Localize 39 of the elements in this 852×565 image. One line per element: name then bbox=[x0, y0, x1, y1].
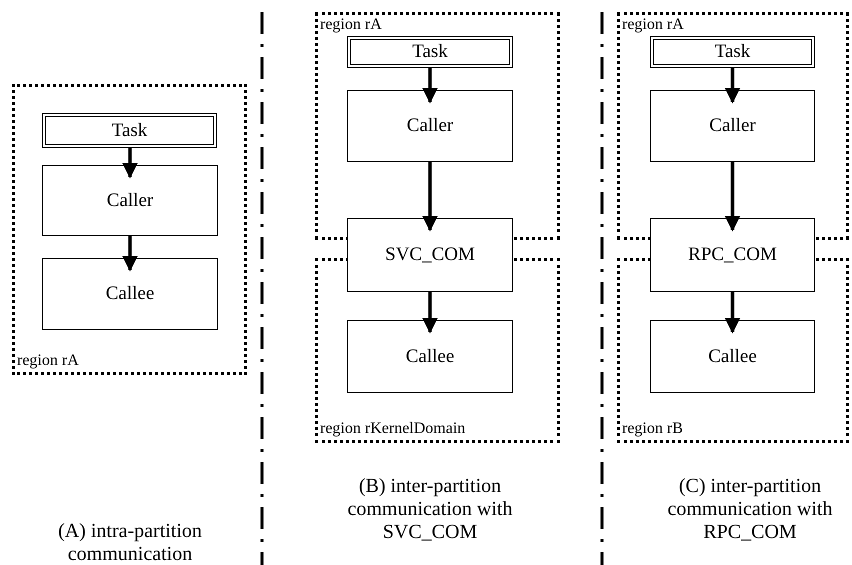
panel-caption: (B) inter-partition communication with SVC_COM bbox=[346, 475, 514, 544]
process-box bbox=[347, 218, 513, 292]
region-label: region rKernelDomain bbox=[320, 420, 466, 438]
region-label: region rB bbox=[622, 420, 683, 438]
process-box bbox=[347, 320, 513, 393]
region-boundary bbox=[12, 84, 247, 375]
task-box bbox=[650, 36, 815, 68]
region-label: region rA bbox=[622, 16, 684, 34]
task-box bbox=[42, 113, 217, 148]
process-box bbox=[650, 218, 815, 292]
box-label: Caller bbox=[106, 190, 154, 212]
box-label: Callee bbox=[106, 283, 154, 305]
process-box bbox=[42, 258, 218, 330]
arrow bbox=[122, 148, 138, 179]
box-label: Caller bbox=[406, 115, 454, 137]
region-label: region rA bbox=[17, 352, 79, 370]
box-label: Task bbox=[714, 41, 750, 63]
box-label: RPC_COM bbox=[688, 244, 777, 266]
arrow bbox=[422, 162, 438, 232]
box-label: Task bbox=[412, 41, 448, 63]
panel-caption: (C) inter-partition communication with RPC_COM bbox=[666, 475, 834, 544]
task-box bbox=[347, 36, 513, 68]
arrow bbox=[422, 68, 438, 104]
arrow bbox=[422, 292, 438, 334]
arrow bbox=[122, 236, 138, 272]
arrow bbox=[724, 68, 740, 104]
box-label: Callee bbox=[708, 346, 757, 368]
arrow bbox=[724, 292, 740, 334]
region-label: region rA bbox=[320, 16, 382, 34]
box-label: Caller bbox=[709, 115, 756, 137]
arrow bbox=[724, 162, 740, 232]
process-box bbox=[42, 165, 218, 236]
process-box bbox=[347, 90, 513, 162]
box-label: SVC_COM bbox=[385, 244, 475, 266]
box-label: Callee bbox=[406, 346, 454, 368]
process-box bbox=[650, 320, 815, 393]
process-box bbox=[650, 90, 815, 162]
panel-caption: (A) intra-partition communication bbox=[57, 520, 203, 565]
box-label: Task bbox=[112, 120, 148, 142]
